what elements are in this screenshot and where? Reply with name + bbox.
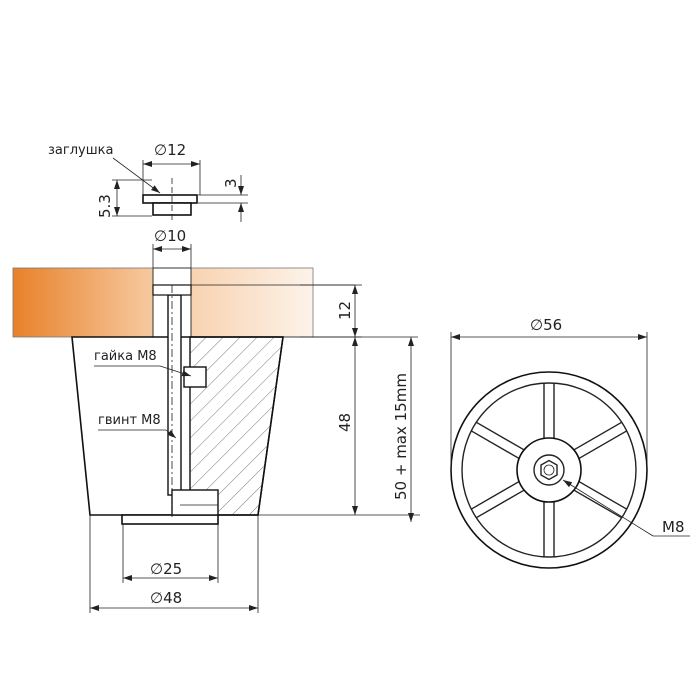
plug-diameter-label: ∅12 xyxy=(154,141,186,159)
body-height-dimension xyxy=(258,336,420,516)
spoke-line xyxy=(475,489,525,519)
screw-shaft xyxy=(167,294,182,496)
adjust-height-dimension xyxy=(362,336,418,522)
plug-label: заглушка xyxy=(48,143,113,158)
screw-label: гвинт M8 xyxy=(98,413,161,428)
wheel-spokes xyxy=(470,383,628,557)
thread-label: M8 xyxy=(662,518,685,536)
hole-diameter-label: ∅10 xyxy=(154,227,186,245)
bottom-view xyxy=(450,371,648,569)
body-diameter-dimension xyxy=(89,515,259,613)
body-height-label: 48 xyxy=(336,413,354,432)
plug-diameter-dimension xyxy=(142,160,201,195)
foot-diameter-label: ∅25 xyxy=(150,560,182,578)
spoke-line xyxy=(573,489,623,519)
plug-height-label: 5.3 xyxy=(96,194,114,218)
body-diameter-label: ∅48 xyxy=(150,589,182,607)
wheel-diameter-label: ∅56 xyxy=(530,316,562,334)
plug-detail xyxy=(142,178,198,222)
nut xyxy=(183,366,207,388)
spoke-line xyxy=(578,430,628,459)
foot-diameter-dimension xyxy=(122,524,219,583)
adjust-height-label: 50 + max 15mm xyxy=(392,373,410,500)
spoke-line xyxy=(573,421,623,451)
spoke-line xyxy=(475,421,525,451)
plug-height-dimension xyxy=(112,179,152,217)
spoke-line xyxy=(470,481,520,510)
spoke-line xyxy=(578,481,628,510)
screw-assembly xyxy=(152,284,219,520)
board-thickness-label: 12 xyxy=(336,301,354,320)
hole-diameter-dimension xyxy=(152,244,192,268)
plug-step-label: 3 xyxy=(222,178,240,188)
spoke-line xyxy=(470,430,520,459)
board xyxy=(12,267,355,338)
screw-head xyxy=(171,489,219,516)
plug-step-dimension xyxy=(198,175,248,222)
plug-cap xyxy=(142,194,198,204)
wheel-diameter-dimension xyxy=(450,332,648,470)
plug-leader xyxy=(112,157,161,194)
thread-leader xyxy=(562,479,654,537)
nut-label: гайка M8 xyxy=(94,349,157,364)
